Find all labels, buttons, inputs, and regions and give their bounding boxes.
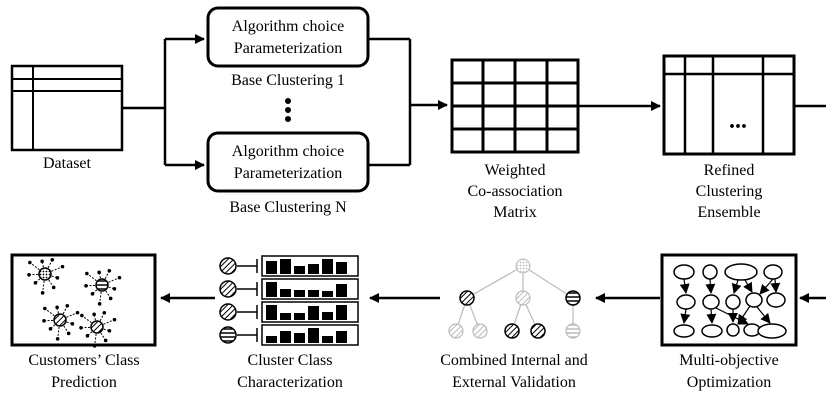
cluster-center-icon [90, 320, 104, 334]
validation-tree-icon [448, 258, 581, 339]
weighted-label-line2: Co-association [467, 183, 562, 200]
base-clustering-1-label: Base Clustering 1 [231, 72, 345, 89]
prediction-clusters [27, 257, 122, 348]
validation-label-line2: External Validation [452, 374, 576, 391]
characterization-row [219, 278, 359, 300]
cluster-characterization-icon [219, 255, 359, 346]
customer-prediction-box [10, 253, 157, 348]
optimization-label-line1: Multi-objective [679, 352, 779, 369]
cluster-center-icon [53, 313, 67, 327]
optimization-label-line2: Optimization [687, 374, 771, 391]
dataset-table-icon [10, 64, 124, 152]
weighted-label-line3: Matrix [493, 204, 537, 221]
multi-objective-graph-icon [660, 253, 798, 347]
base-box-top-line2: Parameterization [234, 40, 342, 57]
cluster-center-icon [38, 267, 52, 281]
characterization-row [219, 324, 359, 346]
characterization-row [219, 301, 359, 323]
characterization-label-line2: Characterization [237, 374, 343, 391]
validation-label-line1: Combined Internal and [440, 352, 588, 369]
merge-connector [368, 37, 448, 167]
ensemble-ellipsis: ... [729, 108, 747, 134]
cluster-center-icon [95, 278, 109, 292]
base-clustering-box-n: Algorithm choice Parameterization [206, 131, 370, 193]
fanout-connector [122, 34, 205, 170]
base-clustering-n-label: Base Clustering N [229, 199, 347, 216]
prediction-label-line2: Prediction [51, 374, 117, 391]
refined-label-line3: Ensemble [697, 204, 760, 221]
base-clustering-box-1: Algorithm choice Parameterization [206, 6, 370, 68]
refined-label-line1: Refined [704, 162, 755, 179]
base-box-bottom-line1: Algorithm choice [232, 143, 344, 160]
co-association-matrix-grid [450, 58, 580, 154]
refined-ensemble-table-icon [662, 54, 796, 156]
dataset-label: Dataset [43, 155, 92, 172]
base-box-top-line1: Algorithm choice [232, 18, 344, 35]
vertical-ellipsis-icon [285, 98, 291, 122]
characterization-row [219, 255, 359, 277]
weighted-label-line1: Weighted [485, 162, 546, 179]
base-box-bottom-line2: Parameterization [234, 165, 342, 182]
refined-label-line2: Clustering [696, 183, 763, 200]
characterization-label-line1: Cluster Class [248, 352, 333, 369]
prediction-label-line1: Customers’ Class [28, 352, 139, 369]
